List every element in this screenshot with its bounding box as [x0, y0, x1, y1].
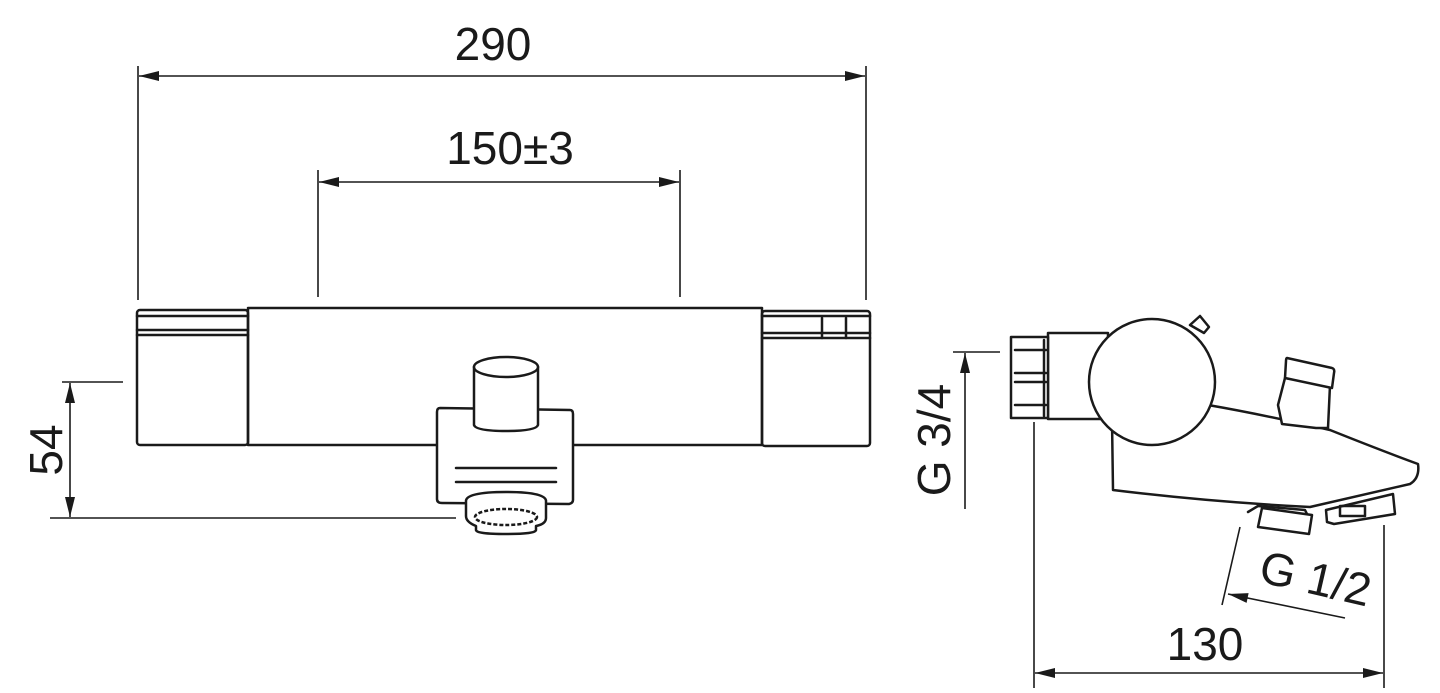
dimension-label-54: 54: [20, 424, 72, 475]
dimension-label-130: 130: [1167, 618, 1244, 670]
dimension-label-150: 150±3: [446, 122, 574, 174]
dimension-290: 290: [137, 18, 867, 300]
side-view: G 3/4 G 1/2: [908, 314, 1420, 688]
dimension-label-290: 290: [455, 18, 532, 70]
dimension-label-g12: G 1/2: [1255, 540, 1376, 616]
dimension-g34: G 3/4: [908, 351, 1000, 509]
dimension-label-g34: G 3/4: [908, 384, 960, 497]
dimension-150: 150±3: [317, 122, 681, 297]
front-view: 290 150±3 54: [20, 18, 872, 536]
dimension-54: 54: [20, 381, 456, 519]
dimension-g12: G 1/2: [1221, 526, 1376, 619]
dimension-130: 130: [1033, 422, 1385, 688]
mixer-body-side: [1009, 314, 1420, 536]
diverter-front: [435, 355, 575, 536]
